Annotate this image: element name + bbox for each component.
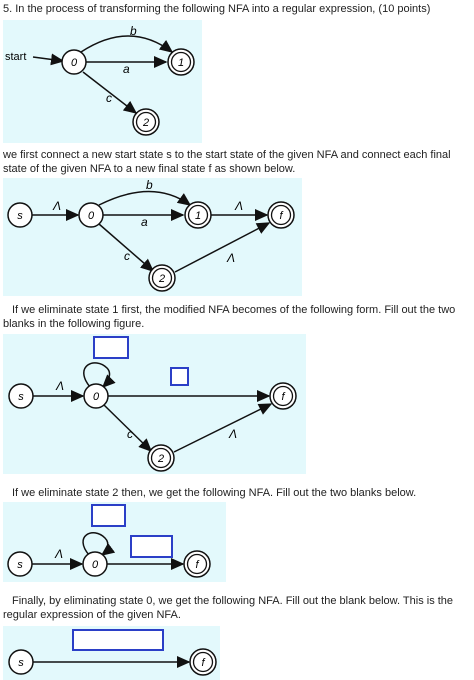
blank-box-0-f[interactable] — [170, 367, 189, 386]
label-lambda-1-f: Λ — [234, 199, 243, 213]
label-lambda-2-f: Λ — [226, 251, 235, 265]
state-1-label: 1 — [178, 57, 184, 69]
edge-0-2-c — [82, 71, 138, 114]
label-c: c — [106, 91, 112, 105]
figure-eliminate-state-2: s Λ 0 f — [3, 502, 226, 582]
eliminate-state-1-diagram: s Λ 0 f c 2 Λ — [8, 336, 297, 472]
label-lambda-s-0: Λ — [52, 199, 61, 213]
state-f-final-ring — [272, 385, 294, 407]
state-2-label: 2 — [157, 453, 164, 465]
label-a: a — [123, 62, 130, 76]
label-c: c — [124, 249, 130, 263]
paragraph-1-line-2: state of the given NFA to a new final st… — [3, 163, 296, 175]
state-s-label: s — [18, 391, 24, 403]
paragraph-3-line-1: If we eliminate state 2 then, we get the… — [12, 487, 417, 499]
edge-2-f — [174, 222, 271, 273]
paragraph-1-line-1: we first connect a new start state s to … — [3, 149, 451, 161]
state-f-label: f — [279, 210, 283, 222]
edge-0-1-b — [98, 190, 192, 206]
state-0-label: 0 — [92, 559, 99, 571]
state-2-label: 2 — [142, 117, 149, 129]
edge-0-2-c — [98, 223, 155, 272]
state-f-final-ring — [270, 204, 292, 226]
state-s-label: s — [17, 559, 23, 571]
state-f-label: f — [195, 559, 199, 571]
label-lambda-s-0: Λ — [55, 379, 64, 393]
paragraph-4-line-2: regular expression of the given NFA. — [3, 609, 181, 621]
state-s-label: s — [18, 657, 24, 669]
figure-original-nfa: start 0 b a 1 c 2 — [3, 20, 202, 143]
label-lambda-s-0: Λ — [54, 547, 63, 561]
label-b: b — [146, 178, 153, 192]
paragraph-4-line-1: Finally, by eliminating state 0, we get … — [12, 595, 454, 607]
state-0-label: 0 — [93, 391, 100, 403]
state-f-final-ring — [186, 553, 208, 575]
figure-extended-nfa: s Λ 0 b a 1 Λ f c 2 Λ — [3, 178, 302, 296]
blank-box-final-regex[interactable] — [72, 629, 164, 651]
state-1-label: 1 — [195, 210, 201, 222]
start-arrow — [32, 53, 65, 66]
paragraph-2-line-1: If we eliminate state 1 first, the modif… — [12, 304, 456, 316]
figure-eliminate-state-1: s Λ 0 f c 2 Λ — [3, 334, 306, 474]
edge-0-1-b — [80, 35, 174, 53]
label-lambda-2-f: Λ — [228, 427, 237, 441]
paragraph-2-line-2: blanks in the following figure. — [3, 318, 145, 330]
figure-eliminate-state-0: s f — [3, 626, 220, 680]
state-1-final-ring — [187, 204, 209, 226]
edge-0-2-c — [103, 404, 153, 453]
state-2-label: 2 — [158, 273, 165, 285]
start-label: start — [5, 51, 26, 63]
extended-nfa-diagram: s Λ 0 b a 1 Λ f c 2 Λ — [7, 178, 295, 292]
state-0-label: 0 — [88, 210, 95, 222]
self-loop-0 — [82, 532, 116, 556]
label-a: a — [141, 215, 148, 229]
edge-2-f — [173, 403, 273, 453]
self-loop-0 — [83, 362, 116, 389]
state-f-label: f — [201, 657, 205, 669]
blank-box-0-f[interactable] — [130, 535, 173, 558]
question-heading: 5. In the process of transforming the fo… — [3, 3, 431, 15]
original-nfa-diagram: start 0 b a 1 c 2 — [5, 24, 195, 136]
state-0-label: 0 — [71, 57, 78, 69]
eliminate-state-2-diagram: s Λ 0 f — [7, 504, 211, 578]
state-2-final-ring — [151, 267, 173, 289]
state-1-final-ring — [170, 51, 192, 73]
label-b: b — [130, 24, 137, 38]
state-f-final-ring — [192, 651, 214, 673]
state-s-label: s — [17, 210, 23, 222]
blank-box-self-loop[interactable] — [91, 504, 126, 527]
state-2-final-ring — [135, 111, 157, 133]
blank-box-self-loop[interactable] — [93, 336, 129, 359]
state-f-label: f — [281, 391, 285, 403]
state-2-final-ring — [150, 447, 172, 469]
eliminate-state-0-diagram: s f — [8, 629, 217, 676]
label-c: c — [127, 427, 133, 441]
